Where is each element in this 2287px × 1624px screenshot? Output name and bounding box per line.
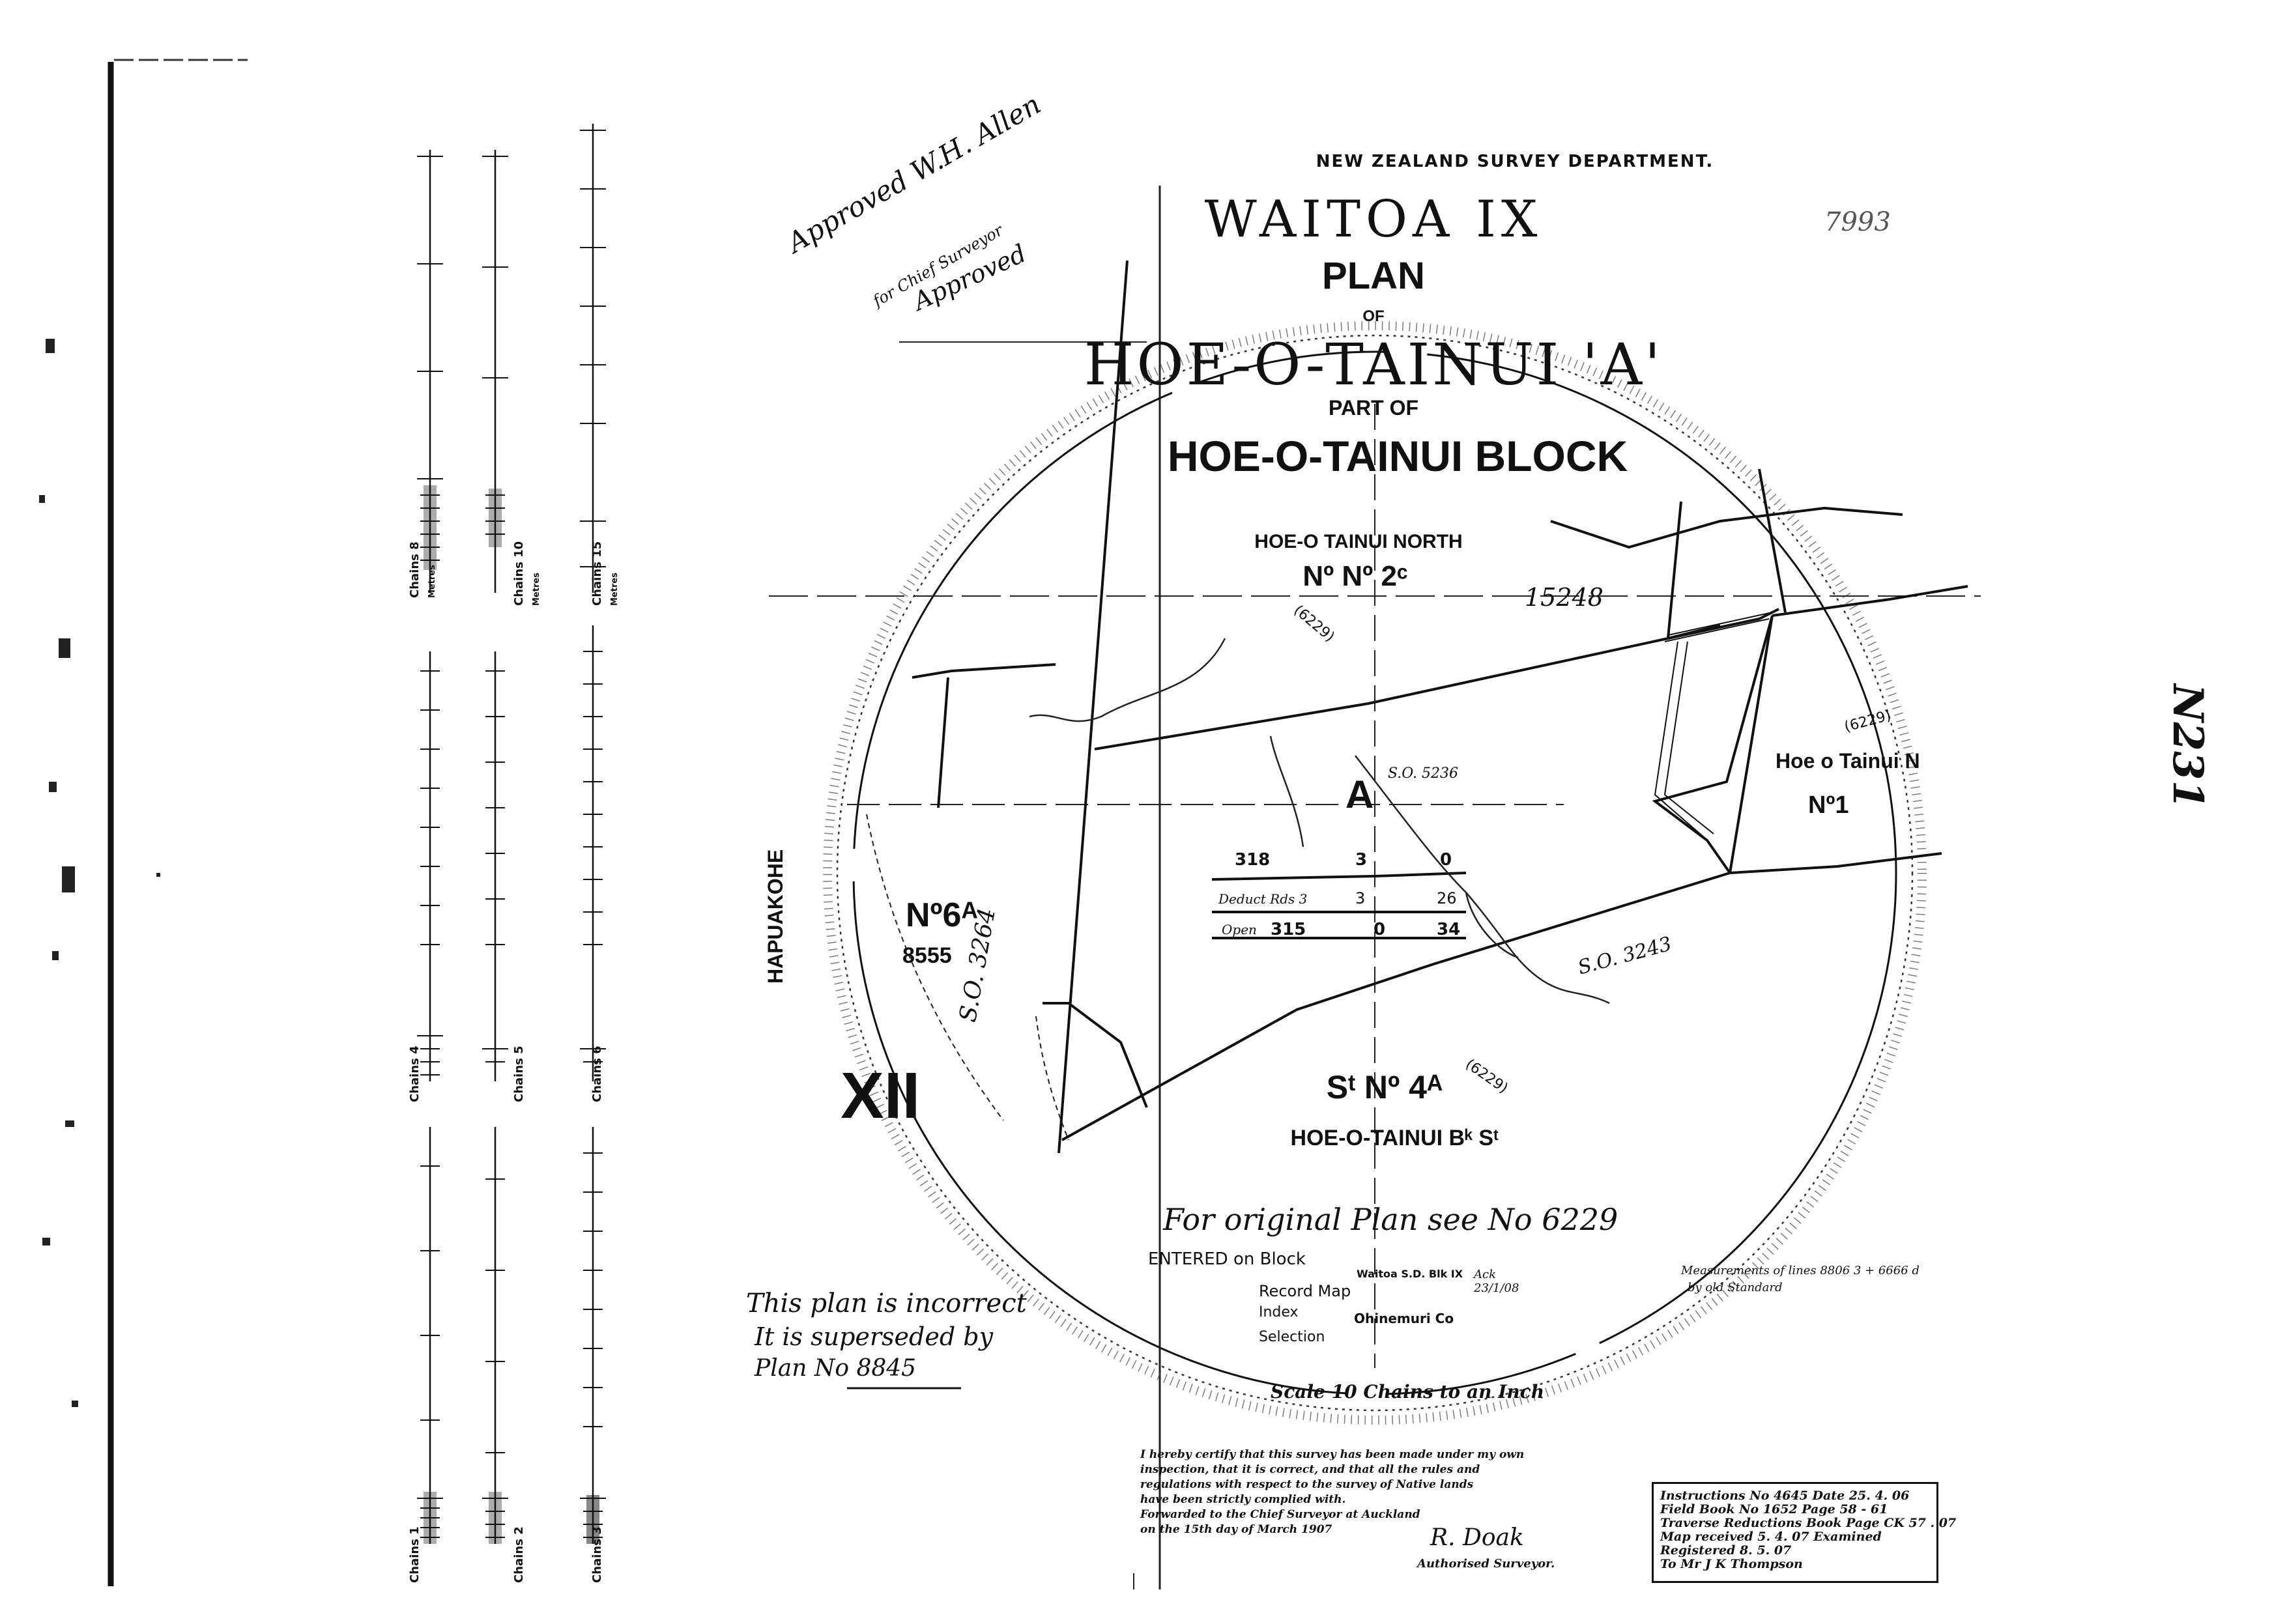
- area-row1-perches: 0: [1440, 850, 1452, 870]
- area-row2-roods: 3: [1355, 889, 1366, 907]
- incorrect-note-line1: This plan is incorrect: [746, 1289, 1027, 1318]
- department-heading: NEW ZEALAND SURVEY DEPARTMENT.: [1316, 152, 1714, 171]
- parcel-south-name: HOE-O-TAINUI Bᵏ Sᵗ: [1290, 1126, 1499, 1150]
- plan-number: 7993: [1824, 207, 1891, 237]
- area-open-label: Open: [1222, 922, 1257, 937]
- records-to: To Mr J K Thompson: [1660, 1557, 1803, 1571]
- area-row1-roods: 3: [1355, 850, 1368, 870]
- area-deduct-label: Deduct Rds 3: [1218, 891, 1308, 907]
- surveyor-role: Authorised Surveyor.: [1417, 1557, 1555, 1571]
- records-field-book: Field Book No 1652 Page 58 - 61: [1660, 1502, 1888, 1517]
- parcel-east-name: Hoe o Tainui N: [1776, 749, 1920, 773]
- area-row3-acres: 315: [1271, 920, 1306, 939]
- records-registered: Registered 8. 5. 07: [1660, 1543, 1792, 1558]
- parcel-west-number: Nº6ᴬ: [906, 896, 978, 934]
- district-title: WAITOA IX: [1204, 190, 1543, 249]
- area-row3-perches: 34: [1437, 920, 1461, 939]
- entered-index: Index: [1259, 1304, 1299, 1320]
- part-of-label: PART OF: [1328, 396, 1419, 420]
- scale-bars: [417, 124, 606, 1544]
- entered-on-block: ENTERED on Block: [1148, 1249, 1306, 1269]
- records-instructions: Instructions No 4645 Date 25. 4. 06: [1660, 1489, 1910, 1503]
- standard-note: by old Standard: [1688, 1281, 1783, 1294]
- certificate-line-3: regulations with respect to the survey o…: [1140, 1478, 1474, 1491]
- block-name: HOE-O-TAINUI BLOCK: [1167, 432, 1628, 480]
- certificate-line-4: have been strictly complied with.: [1140, 1493, 1346, 1506]
- records-traverse: Traverse Reductions Book Page CK 57 . 07: [1660, 1516, 1957, 1530]
- incorrect-note-line3: Plan No 8845: [755, 1355, 917, 1382]
- plan-name: HOE-O-TAINUI 'A': [1084, 331, 1663, 398]
- entered-block-value: Waitoa S.D. Blk IX: [1357, 1268, 1463, 1280]
- scale-note: Scale 10 Chains to an Inch: [1271, 1381, 1545, 1403]
- adjoining-block-numeral: XII: [841, 1059, 921, 1132]
- side-plan-number: N231: [2163, 684, 2212, 810]
- so-center-label: S.O. 5236: [1388, 765, 1459, 782]
- area-row2-perches: 26: [1437, 889, 1457, 907]
- plan-word: PLAN: [1322, 255, 1425, 297]
- certificate-line-2: inspection, that it is correct, and that…: [1140, 1463, 1480, 1476]
- parcel-west-name: HAPUAKOHE: [764, 849, 787, 984]
- parcel-center-label: A: [1345, 773, 1374, 816]
- entered-selection: Selection: [1259, 1329, 1325, 1345]
- certificate-line-1: I hereby certify that this survey has be…: [1140, 1448, 1525, 1461]
- original-plan-note: For original Plan see No 6229: [1163, 1202, 1618, 1237]
- surveyor-signature: R. Doak: [1430, 1524, 1524, 1551]
- area-row3-roods: 0: [1374, 920, 1386, 939]
- entered-record-map: Record Map: [1259, 1282, 1351, 1300]
- parcel-north-area: 15248: [1525, 583, 1604, 612]
- incorrect-note-line2: It is superseded by: [755, 1322, 994, 1351]
- parcel-south-number: Sᵗ Nº 4ᴬ: [1326, 1069, 1443, 1105]
- incorrect-note-underline: [847, 1387, 961, 1389]
- of-word: OF: [1362, 307, 1385, 325]
- records-box: Instructions No 4645 Date 25. 4. 06 Fiel…: [1652, 1482, 1957, 1583]
- entered-initials: Ack 23/1/08: [1474, 1268, 1519, 1295]
- parcel-north-number: Nº Nº 2ᶜ: [1302, 560, 1408, 592]
- parcel-west-area: 8555: [902, 943, 952, 968]
- parcel-east-number: Nº1: [1808, 791, 1849, 819]
- entered-index-value: Ohinemuri Co: [1354, 1311, 1454, 1326]
- records-map-received: Map received 5. 4. 07 Examined: [1660, 1530, 1882, 1544]
- certificate-line-5: Forwarded to the Chief Surveyor at Auckl…: [1140, 1508, 1420, 1521]
- surveyor-certificate: I hereby certify that this survey has be…: [1140, 1447, 1524, 1537]
- certificate-line-6: on the 15th day of March 1907: [1140, 1523, 1332, 1536]
- measurements-note: Measurements of lines 8806 3 + 6666 d: [1681, 1264, 1920, 1277]
- parcel-north-name: HOE-O TAINUI NORTH: [1254, 531, 1463, 552]
- area-row1-acres: 318: [1235, 850, 1271, 870]
